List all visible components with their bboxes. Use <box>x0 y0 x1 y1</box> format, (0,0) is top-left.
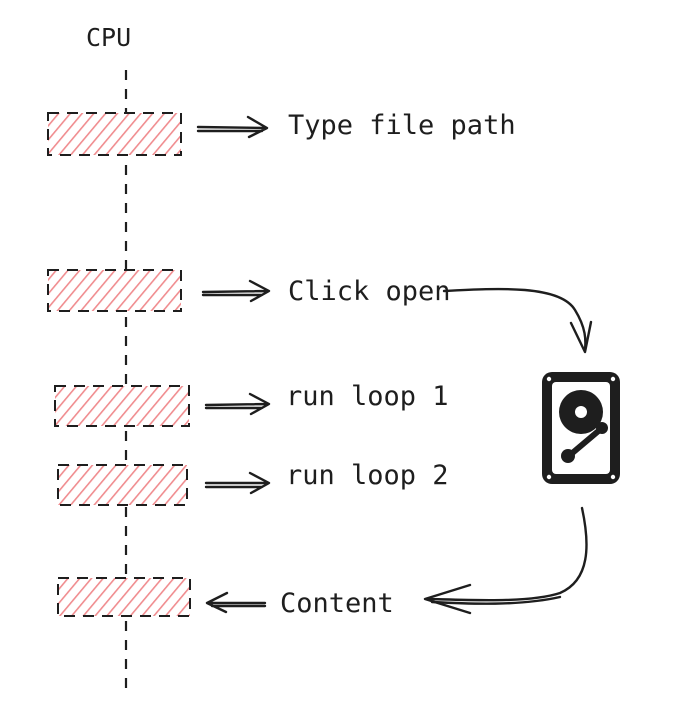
arrow-right-icon <box>196 115 269 139</box>
step-type-file-path: Type file path <box>47 110 516 156</box>
arrow-left-icon <box>205 591 267 614</box>
step-label: run loop 2 <box>286 460 449 491</box>
cpu-busy-block <box>57 464 188 506</box>
request-arrow <box>442 287 587 352</box>
step-click-open: Click open <box>47 269 451 312</box>
step-run-loop-2: run loop 2 <box>57 460 449 506</box>
step-label: run loop 1 <box>286 381 449 412</box>
arrowhead-left-icon <box>423 583 472 615</box>
cpu-busy-block <box>47 269 182 312</box>
cpu-busy-block <box>54 385 190 427</box>
step-label: Content <box>280 588 394 619</box>
step-label: Click open <box>288 276 451 307</box>
arrow-right-icon <box>204 471 271 495</box>
step-run-loop-1: run loop 1 <box>54 381 449 427</box>
cpu-busy-block <box>47 112 182 156</box>
response-arrow <box>426 506 588 602</box>
arrow-right-icon <box>201 279 271 303</box>
cpu-busy-block <box>57 577 191 617</box>
step-label: Type file path <box>288 110 516 141</box>
hard-drive-icon <box>542 372 620 484</box>
response-arrow-stroke <box>430 595 562 605</box>
arrow-right-icon <box>204 392 271 416</box>
cpu-label: CPU <box>86 23 131 52</box>
arrowhead-down-icon <box>569 320 593 354</box>
step-content: Content <box>57 577 394 619</box>
